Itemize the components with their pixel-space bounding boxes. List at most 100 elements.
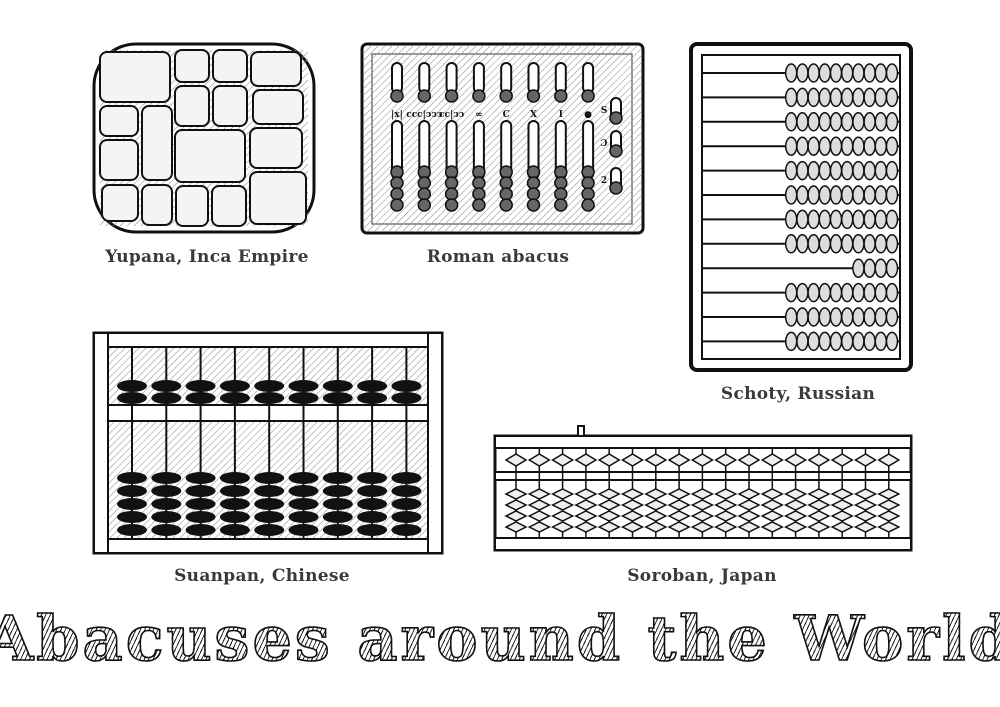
soroban-bead [667, 521, 691, 533]
suanpan-bead [185, 380, 216, 392]
roman-column-label: ● [584, 110, 592, 120]
schoty-bead [796, 185, 809, 205]
schoty-bead [829, 234, 843, 254]
suanpan-bead [219, 498, 250, 510]
suanpan-bead [117, 380, 147, 392]
roman-bead [554, 89, 568, 103]
schoty-bead [818, 307, 832, 327]
hatch-line [363, 45, 400, 82]
roman-bead [472, 89, 486, 103]
suanpan-bead [322, 472, 353, 484]
suanpan-bead [117, 524, 147, 536]
suanpan-bead [219, 511, 250, 523]
soroban-bead [853, 521, 878, 533]
roman-bead [472, 165, 486, 179]
soroban-bead [784, 453, 808, 467]
soroban-bead [783, 521, 808, 533]
soroban-bead [527, 488, 551, 500]
roman-bead [472, 198, 486, 212]
schoty-bead [796, 63, 809, 83]
suanpan-beam [93, 404, 443, 422]
yupana-cell [249, 171, 307, 225]
hatch-line [363, 45, 407, 89]
suanpan-bead [117, 392, 147, 404]
soroban-bead [667, 510, 691, 522]
roman-bead [390, 165, 404, 179]
hatch-line [549, 139, 642, 232]
suanpan-bead [391, 472, 422, 484]
roman-upper-slot [418, 62, 431, 94]
soroban-bead [807, 510, 831, 522]
roman-column-label: |x| [391, 110, 403, 120]
schoty-bead [784, 331, 798, 352]
schoty-bead [818, 234, 832, 254]
suanpan-bead [219, 380, 250, 392]
schoty-bead [807, 87, 820, 108]
yupana-cell [141, 184, 173, 226]
hatch-line [570, 160, 642, 232]
schoty-bead [796, 282, 809, 303]
roman-bead [526, 198, 541, 212]
suanpan-bead [254, 472, 285, 484]
roman-bead [499, 176, 513, 190]
suanpan-bead [219, 524, 250, 536]
hatch-line [363, 45, 512, 194]
suanpan-bead [151, 472, 182, 484]
hatch-line [363, 45, 456, 138]
yupana-cell [174, 85, 210, 127]
hatch-line [598, 188, 642, 232]
suanpan-bead [322, 380, 353, 392]
schoty-bead [784, 282, 798, 303]
roman-upper-slot [582, 62, 595, 94]
yupana-cell [175, 185, 209, 227]
soroban-bead [597, 499, 621, 511]
soroban-knob [577, 425, 585, 437]
soroban-bead [644, 488, 668, 500]
soroban-bead [737, 521, 761, 533]
schoty-bead [885, 209, 899, 230]
schoty-bead [885, 258, 899, 278]
schoty-bead [852, 136, 865, 156]
schoty-bead [840, 331, 854, 352]
soroban-bead [760, 510, 784, 522]
soroban-bead [830, 510, 854, 522]
schoty-bead [863, 282, 876, 303]
suanpan-bead [185, 511, 216, 523]
hatch-line [363, 45, 372, 54]
schoty-bead [863, 209, 876, 230]
schoty-bead [863, 112, 876, 132]
schoty-bead [852, 112, 865, 132]
soroban-bead [877, 521, 901, 533]
roman-bead [417, 176, 432, 190]
soroban-bead [597, 453, 621, 467]
yupana-cell [250, 51, 302, 87]
hatch-line [95, 334, 209, 448]
schoty-bead [874, 136, 888, 156]
hatch-line [180, 334, 398, 552]
schoty-bead [807, 282, 820, 303]
schoty-bead [863, 258, 876, 278]
suanpan-bead [219, 392, 250, 404]
suanpan-top-bar [93, 332, 443, 348]
hatch-line [584, 174, 642, 232]
roman-upper-slot [445, 62, 458, 94]
suanpan-bead [322, 511, 353, 523]
soroban-bead [574, 510, 598, 522]
schoty-bead [852, 282, 865, 303]
caption-suanpan: Suanpan, Chinese [174, 566, 350, 586]
hatch-line [556, 146, 642, 232]
soroban-illustration [493, 425, 913, 552]
schoty-inner-frame [701, 54, 901, 360]
schoty-bead [852, 234, 865, 254]
schoty-bead [885, 63, 899, 83]
suanpan-bead [185, 498, 216, 510]
schoty-bead [874, 160, 888, 181]
hatch-line [563, 153, 642, 232]
schoty-bead [829, 331, 843, 352]
hatch-line [145, 334, 363, 552]
yupana-cell [141, 105, 173, 181]
schoty-bead [796, 87, 809, 108]
suanpan-bottom-bar [93, 538, 443, 554]
schoty-bead [863, 160, 876, 181]
schoty-bead [885, 160, 899, 181]
